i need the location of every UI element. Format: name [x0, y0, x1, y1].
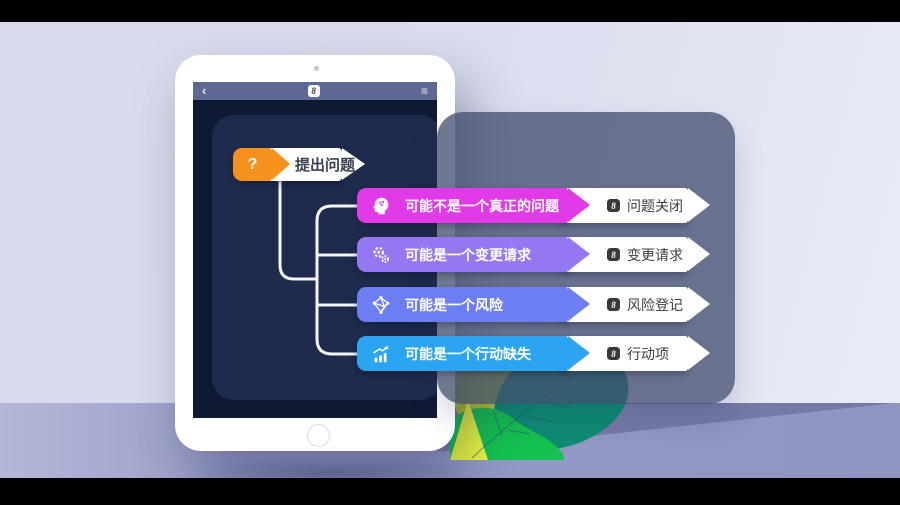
- scene-background: ‹ 8 ≡ 提出问题 ? 8 问题关闭: [0, 22, 900, 478]
- bar-chart-icon: [373, 345, 389, 362]
- branch-label: 可能不是一个真正的问题: [405, 197, 559, 214]
- tablet-contact-shadow: [185, 456, 485, 478]
- pill-tip: [568, 287, 590, 321]
- head-brain-icon: [373, 197, 389, 214]
- root-node-orange-tip: [272, 148, 290, 180]
- branch-missing-action[interactable]: 8 行动项 可能是一个行动缺失: [357, 336, 712, 371]
- app-toolbar: ‹ 8 ≡: [193, 82, 437, 100]
- pill-tip: [568, 188, 590, 222]
- pill-tip: [568, 336, 590, 370]
- tag-label: 风险登记: [627, 296, 683, 313]
- branch-pill[interactable]: 可能是一个风险: [357, 287, 590, 322]
- chip-tip: [688, 336, 710, 370]
- back-icon[interactable]: ‹: [202, 83, 207, 98]
- tablet-camera-dot: [314, 66, 319, 71]
- branch-label: 可能是一个风险: [405, 296, 503, 313]
- root-node-label: 提出问题: [295, 157, 356, 174]
- branch-change-request[interactable]: 8 变更请求 可能是一个变更请求: [357, 237, 712, 272]
- logo-badge-icon: 8: [607, 199, 620, 212]
- branch-label: 可能是一个变更请求: [405, 246, 531, 263]
- pill-tip: [568, 237, 590, 271]
- logo-badge-icon: 8: [607, 248, 620, 261]
- root-icon-glyph: ?: [247, 155, 258, 173]
- logo-badge-icon: 8: [607, 298, 620, 311]
- hamburger-menu-icon[interactable]: ≡: [420, 84, 428, 98]
- branch-label: 可能是一个行动缺失: [405, 345, 531, 362]
- branch-not-real-problem[interactable]: 8 问题关闭 可能不是一个真正的问题: [357, 188, 712, 223]
- home-button[interactable]: [307, 424, 330, 447]
- tag-label: 问题关闭: [627, 197, 683, 214]
- branch-pill[interactable]: 可能不是一个真正的问题: [357, 188, 590, 223]
- app-logo-icon: 8: [307, 85, 320, 97]
- tag-label: 行动项: [627, 345, 669, 362]
- network-icon: [372, 295, 390, 314]
- chip-tip: [688, 237, 710, 271]
- branch-pill[interactable]: 可能是一个行动缺失: [357, 336, 590, 371]
- branch-pill[interactable]: 可能是一个变更请求: [357, 237, 590, 272]
- root-node-white-tip: [342, 148, 365, 180]
- tag-label: 变更请求: [627, 246, 683, 263]
- gears-icon: [373, 246, 389, 263]
- logo-badge-icon: 8: [607, 347, 620, 360]
- question-mark-icon: ?: [233, 148, 290, 181]
- tag-chip[interactable]: 8 变更请求: [560, 237, 710, 272]
- branch-risk[interactable]: 8 风险登记 可能是一个风险: [357, 287, 712, 322]
- chip-tip: [688, 188, 710, 222]
- chip-tip: [688, 287, 710, 321]
